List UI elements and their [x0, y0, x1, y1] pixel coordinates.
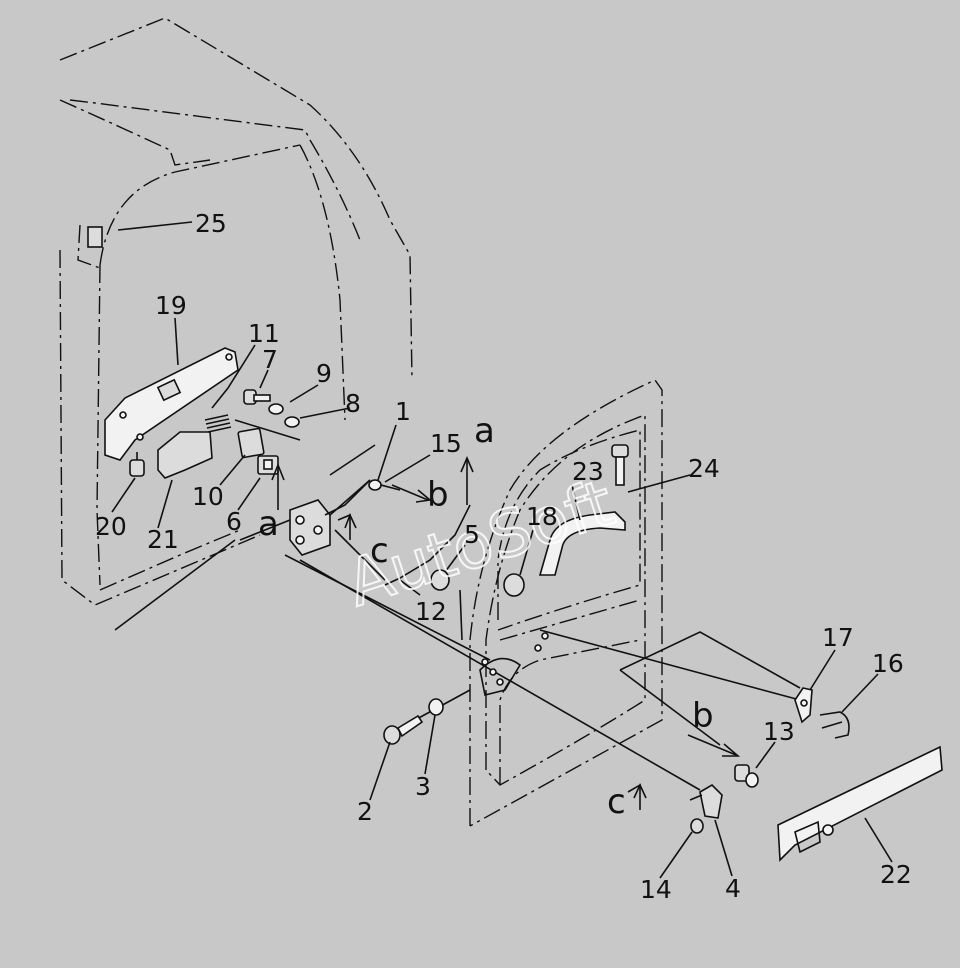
- label-part-4: 4: [725, 874, 741, 903]
- washer-3: [428, 698, 444, 716]
- nut-14: [690, 818, 704, 834]
- label-part-3: 3: [415, 772, 431, 801]
- label-part-17: 17: [822, 623, 854, 652]
- label-part-23: 23: [572, 457, 604, 486]
- nut-18: [503, 573, 525, 597]
- plate-slot: [156, 378, 182, 402]
- handle-23: [538, 511, 626, 576]
- label-part-7: 7: [262, 345, 278, 374]
- label-part-19: 19: [155, 291, 187, 320]
- bumper-13: [734, 764, 759, 788]
- view-marker-a-left: a: [258, 504, 279, 544]
- bolt-7: [243, 389, 271, 405]
- label-part-18: 18: [526, 502, 558, 531]
- plate-hole: [225, 353, 233, 361]
- view-marker-b-bottom: b: [692, 696, 714, 736]
- label-part-20: 20: [95, 512, 127, 541]
- hook-16: [819, 711, 850, 739]
- label-part-2: 2: [357, 797, 373, 826]
- part-25: [87, 226, 103, 248]
- cover-21: [157, 431, 213, 479]
- label-part-21: 21: [147, 525, 179, 554]
- label-part-22: 22: [880, 860, 912, 889]
- cab-outline: [59, 17, 413, 606]
- label-part-24: 24: [688, 454, 720, 483]
- spring-11: [204, 414, 232, 433]
- label-part-5: 5: [464, 520, 480, 549]
- door-lock-assembly: [289, 479, 371, 556]
- label-leaders: [111, 221, 893, 879]
- label-part-14: 14: [640, 875, 672, 904]
- view-marker-c-bottom: c: [607, 782, 626, 822]
- rod-12: [384, 504, 471, 586]
- label-part-16: 16: [872, 649, 904, 678]
- label-part-6: 6: [226, 507, 242, 536]
- label-part-25: 25: [195, 209, 227, 238]
- clip-10: [237, 427, 265, 459]
- door-holes: [479, 632, 549, 696]
- bracket-slot: [263, 459, 273, 470]
- label-part-15: 15: [430, 429, 462, 458]
- label-part-11: 11: [248, 319, 280, 348]
- nut-5: [430, 569, 450, 591]
- label-part-8: 8: [345, 389, 361, 418]
- plate-19: [104, 347, 239, 461]
- bolt-24: [611, 444, 629, 486]
- plate-hole: [800, 699, 808, 707]
- view-markers: a a b b c c: [258, 411, 714, 822]
- part-labels: 1 2 3 4 5 6 7 8 9 10 11 12 13 14 15 16 1…: [95, 209, 912, 904]
- view-marker-a-right: a: [474, 411, 495, 451]
- view-marker-b-top: b: [427, 475, 449, 515]
- view-arrows: [271, 455, 741, 810]
- plate-22: [777, 745, 943, 862]
- label-part-1: 1: [395, 397, 411, 426]
- view-marker-c-top: c: [370, 531, 389, 571]
- screw-2: [383, 714, 424, 745]
- bumper-20: [129, 452, 145, 477]
- plate-hole: [119, 411, 127, 419]
- label-part-10: 10: [192, 482, 224, 511]
- label-part-9: 9: [316, 359, 332, 388]
- label-part-13: 13: [763, 717, 795, 746]
- washer-9: [268, 403, 284, 415]
- door-panel: [469, 379, 663, 827]
- striker-4: [689, 783, 723, 819]
- plate-hole: [136, 433, 144, 441]
- washer-8: [284, 416, 300, 428]
- rod-end-15: [368, 479, 401, 491]
- label-part-12: 12: [415, 597, 447, 626]
